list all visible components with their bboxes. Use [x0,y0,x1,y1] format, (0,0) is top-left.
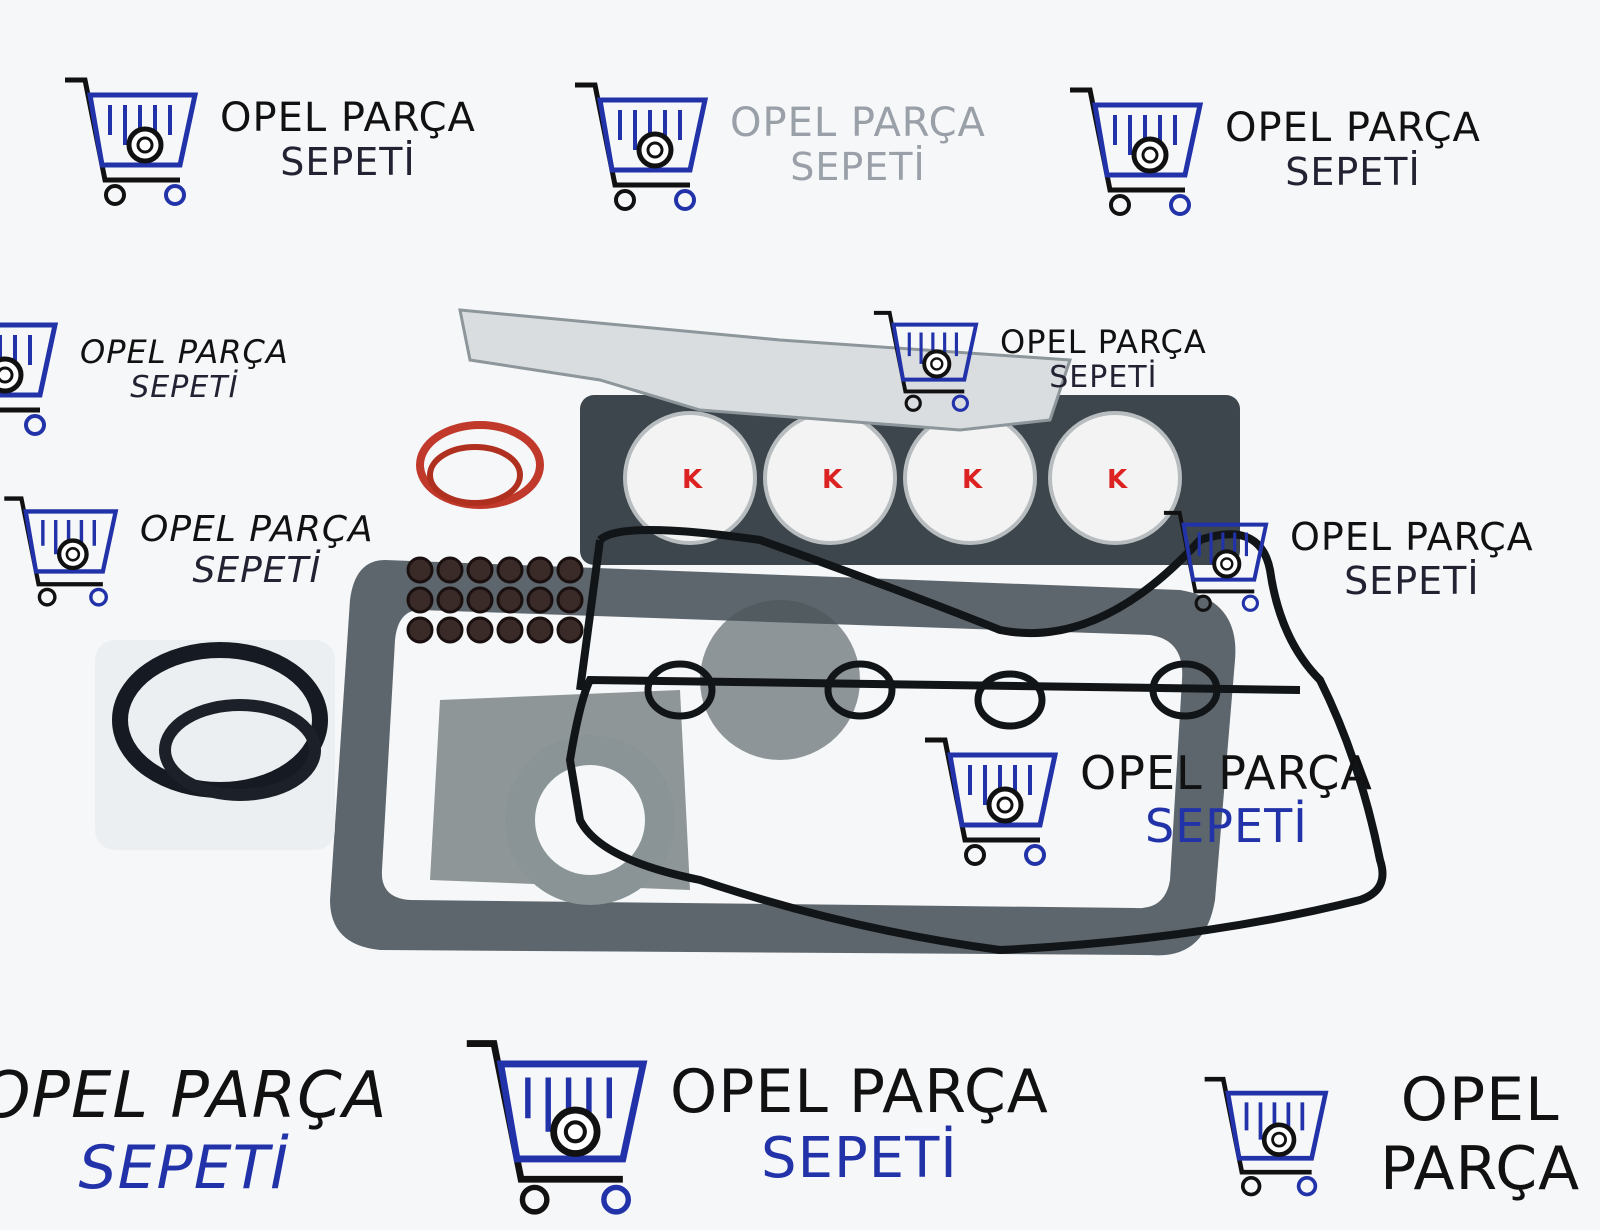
spark-plug-ring [824,660,896,720]
shopping-cart-gear-icon [460,1030,650,1220]
brand-mark: K [962,465,983,495]
watermark-line1: OPEL PARÇA [1290,515,1534,560]
valve-stem-seal [436,556,464,584]
valve-cover-gasket [565,526,1387,955]
spark-plug-ring [974,670,1046,730]
valve-stem-seal [526,616,554,644]
red-o-rings-bag [416,421,544,509]
valve-stem-seal [556,556,584,584]
watermark-line2: SEPETİ [1049,360,1158,396]
watermark-line1: OPEL PARÇA [80,333,289,372]
brand-mark: K [682,465,703,495]
brand-mark: K [822,465,843,495]
watermark-line1: OPEL PARÇA [1000,323,1207,362]
shopping-cart-gear-icon [1065,80,1205,220]
shopping-cart-gear-icon [920,730,1060,870]
valve-stem-seal [556,616,584,644]
valve-stem-seal [556,586,584,614]
watermark-logo: OPEL PARÇA [1200,1040,1600,1230]
valve-stem-seal [526,586,554,614]
watermark-line2: SEPETİ [761,1126,958,1192]
cylinder-bore [623,411,757,545]
watermark-line2: SEPETİ [78,1132,289,1203]
watermark-line1: OPEL PARÇA [670,1057,1049,1128]
valve-stem-seal [526,556,554,584]
watermark-line1: OPEL PARÇA [140,508,374,550]
valve-stem-seal [406,556,434,584]
valve-stem-seal [466,556,494,584]
spark-plug-ring [644,660,716,720]
watermark-line1: OPEL PARÇA [220,95,476,142]
valve-stem-seal [406,616,434,644]
valve-stem-seal [466,586,494,614]
watermark-line2: SEPETİ [130,370,239,406]
watermark-line2: SEPETİ [280,140,416,185]
watermark-line1: OPEL PARÇA [1080,746,1373,801]
spark-plug-ring [1149,660,1221,720]
watermark-line1: OPEL PARÇA [1225,105,1481,152]
watermark-line2: SEPETİ [1285,150,1421,195]
exhaust-manifold-gasket [458,308,1073,432]
shopping-cart-gear-icon [871,310,979,413]
valve-stem-seals-bag [406,556,584,644]
watermark-line1: OPEL PARÇA [0,1059,388,1133]
watermark-line2: SEPETİ [1145,799,1308,853]
valve-stem-seal [436,586,464,614]
watermark-line2: SEPETİ [1344,559,1480,603]
shopping-cart-gear-icon [60,70,200,210]
shopping-cart-gear-icon [0,300,60,440]
watermark-line1: OPEL PARÇA [1380,1065,1581,1204]
cylinder-bore [1048,411,1182,545]
shopping-cart-gear-icon [1200,1040,1330,1230]
shopping-cart-gear-icon [1161,510,1269,613]
watermark-line2: SEPETİ [192,550,322,591]
shopping-cart-gear-icon [0,490,120,610]
shopping-cart-gear-icon [570,75,710,215]
watermark-line2: SEPETİ [790,145,926,190]
watermark-line1: OPEL PARÇA [730,100,986,147]
valve-stem-seal [406,586,434,614]
valve-stem-seal [496,616,524,644]
valve-stem-seal [436,616,464,644]
valve-stem-seal [496,586,524,614]
brand-mark: K [1107,465,1128,495]
oil-seals-bag [95,640,335,850]
valve-stem-seal [466,616,494,644]
valve-stem-seal [496,556,524,584]
